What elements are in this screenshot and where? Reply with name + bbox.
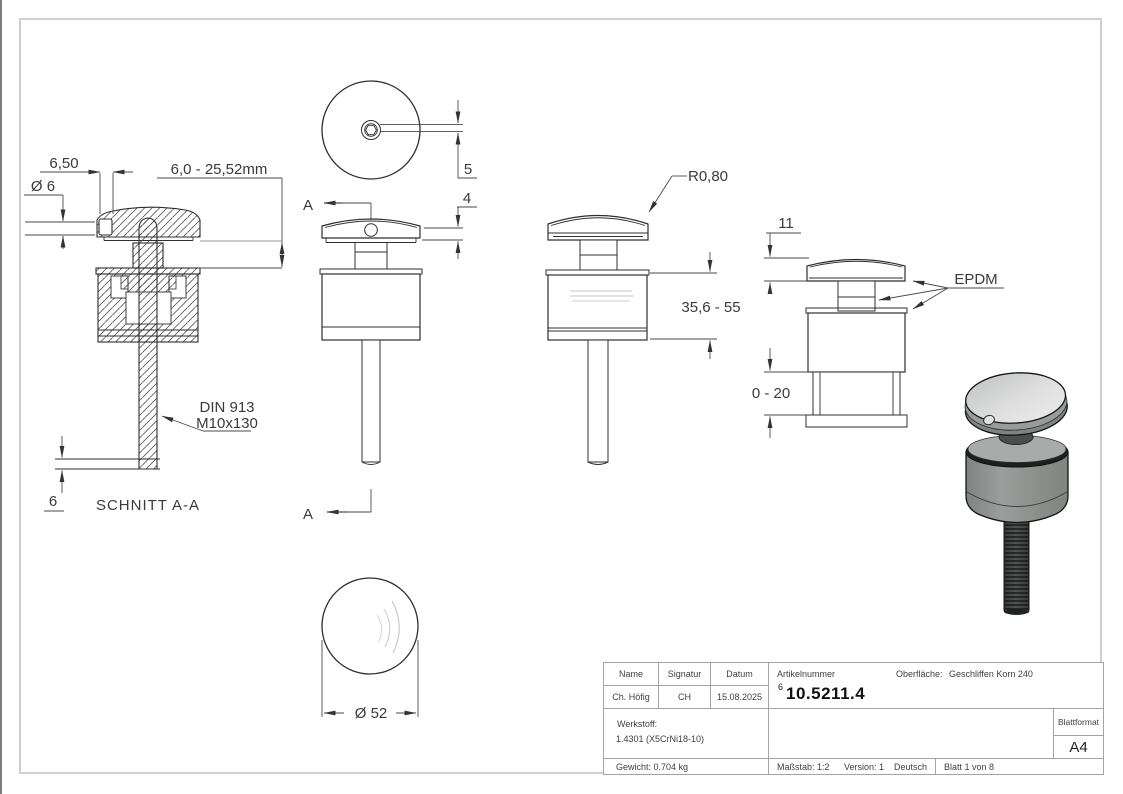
article-label: Artikelnummer [777,669,836,679]
render-3d [964,372,1069,615]
scale-cell: Maßstab: 1:2 Version: 1 Deutsch [769,759,936,774]
note-epdm: EPDM [954,271,997,288]
dim-radius: R0,80 [688,168,728,185]
page-frame [19,18,1102,774]
bottom-view [321,577,419,675]
surface-label: Oberfläche: [896,669,943,679]
material-label: Werkstoff: [617,719,658,729]
dim-glass-range: 6,0 - 25,52mm [171,161,268,178]
dim-hole-diameter: Ø 6 [31,178,55,195]
dim-cap: 4 [463,190,471,207]
note-din: DIN 913 [199,399,254,416]
bottom-dimensions [321,640,419,717]
material-value: 1.4301 (X5CrNi18-10) [616,734,705,744]
header-name: Name [604,663,659,686]
section-mark-top: A [303,197,313,214]
value-name: Ch. Höfig [604,686,659,709]
render-side-hole [983,414,995,426]
dim-socket: 5 [464,161,472,178]
dim-spacer-range: 0 - 20 [752,385,790,402]
side-view [545,214,650,465]
value-date: 15.08.2025 [711,686,769,709]
section-label: SCHNITT A-A [96,497,200,514]
header-date: Datum [711,663,769,686]
header-signature: Signatur [659,663,711,686]
dim-cap-height: 11 [778,215,794,232]
render-body [965,451,1069,524]
empty-cell [769,709,1054,759]
front-view [319,218,423,465]
window-edge [0,0,2,794]
dim-glass-thickness: 6 [49,493,57,510]
weight-cell: Gewicht: 0.704 kg [604,759,769,774]
front-dimensions [422,100,477,259]
sheet-cell: Blatt 1 von 8 [944,761,995,772]
render-cap [964,372,1068,436]
article-cell: Artikelnummer Oberfläche: Geschliffen Ko… [769,663,1103,709]
surface-value: Geschliffen Korn 240 [949,669,1033,679]
hex-socket [365,124,377,136]
dim-diameter: Ø 52 [355,705,388,722]
side-dimensions [648,175,717,359]
section-cut-line [323,200,372,515]
section-dimensions [24,169,285,512]
sheet-format-label: Blattformat [1054,709,1103,736]
sheet-format-value: A4 [1054,736,1103,759]
section-view [55,206,201,470]
top-view [321,80,463,180]
version-value: Version: 1 [844,761,885,772]
value-signature: CH [659,686,711,709]
dim-height-range: 35,6 - 55 [681,299,740,316]
section-mark-bottom: A [303,506,313,523]
spacer-dimensions [764,232,1004,438]
article-number-value: 10.5211.4 [786,684,866,703]
spacer-view [805,258,908,428]
scale-value: Maßstab: 1:2 [777,761,830,772]
language-value: Deutsch [894,761,928,772]
material-cell: Werkstoff: 1.4301 (X5CrNi18-10) [604,709,769,759]
article-prefix: 6 [778,682,784,692]
note-thread: M10x130 [196,415,258,432]
title-block: Name Signatur Datum Ch. Höfig CH 15.08.2… [603,662,1104,775]
dim-slot-width: 6,50 [49,155,78,172]
